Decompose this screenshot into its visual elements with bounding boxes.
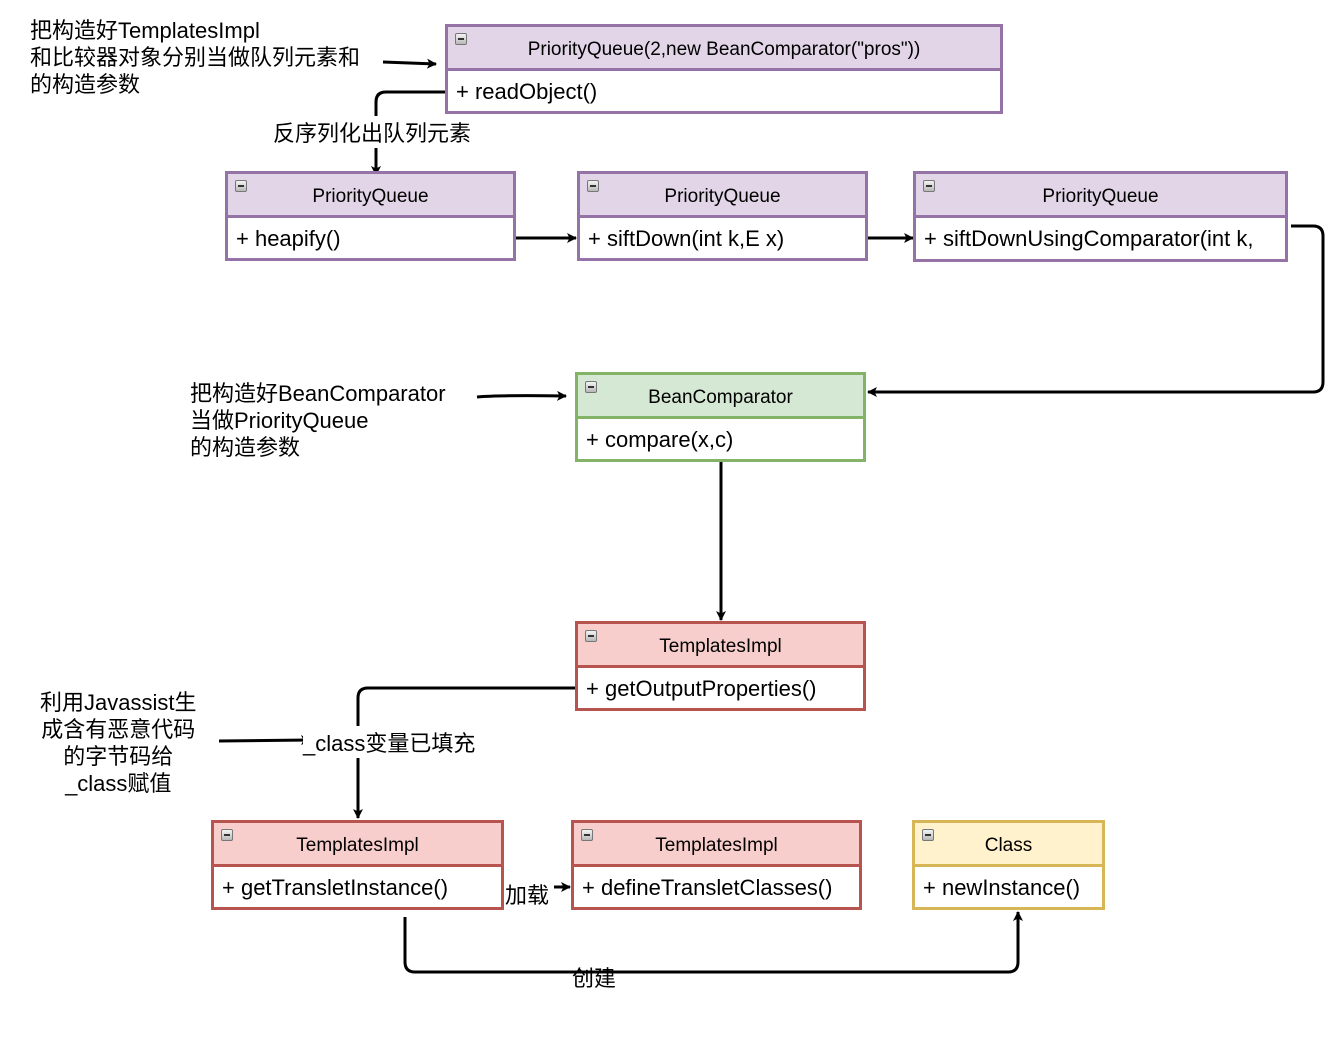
class-method: + compare(x,c) — [586, 427, 734, 452]
edge-note-templates-to-root — [382, 58, 437, 69]
class-method: + siftDownUsingComparator(int k, — [924, 226, 1254, 251]
class-title: BeanComparator — [648, 386, 793, 408]
class-header: PriorityQueue — [916, 174, 1285, 218]
class-title: TemplatesImpl — [296, 834, 419, 856]
class-box-templates-output[interactable]: TemplatesImpl + getOutputProperties() — [575, 621, 866, 711]
class-box-bean-comparator[interactable]: BeanComparator + compare(x,c) — [575, 372, 866, 462]
class-header: PriorityQueue(2,new BeanComparator("pros… — [448, 27, 1000, 71]
class-title: PriorityQueue — [312, 185, 429, 207]
class-header: PriorityQueue — [580, 174, 865, 218]
edge-label-class-filled: _class变量已填充 — [303, 726, 476, 758]
collapse-icon[interactable] — [235, 180, 247, 192]
class-method: + heapify() — [236, 226, 341, 251]
collapse-icon[interactable] — [221, 829, 233, 841]
class-title: PriorityQueue — [664, 185, 781, 207]
collapse-icon[interactable] — [587, 180, 599, 192]
class-box-pq-siftdown[interactable]: PriorityQueue + siftDown(int k,E x) — [577, 171, 868, 261]
class-title: PriorityQueue(2,new BeanComparator("pros… — [527, 38, 921, 60]
collapse-icon[interactable] — [585, 381, 597, 393]
edge-cmp-to-bean — [867, 224, 1325, 397]
note-templates: 把构造好TemplatesImpl 和比较器对象分别当做队列元素和 的构造参数 — [30, 18, 361, 97]
class-header: TemplatesImpl — [574, 823, 859, 867]
edge-output-to-translet — [353, 686, 576, 819]
collapse-icon[interactable] — [923, 180, 935, 192]
note-javassist: 利用Javassist生 成含有恶意代码 的字节码给 _class赋值 — [40, 690, 197, 796]
class-method: + getTransletInstance() — [222, 875, 449, 900]
class-box-class-newinstance[interactable]: Class + newInstance() — [912, 820, 1105, 910]
class-title: TemplatesImpl — [659, 635, 782, 657]
edge-label-create: 创建 — [572, 966, 617, 991]
class-title: Class — [984, 834, 1033, 856]
class-box-templates-translet[interactable]: TemplatesImpl + getTransletInstance() — [211, 820, 504, 910]
edge-note-bean-to-bean — [476, 390, 567, 401]
edge-readobject-to-heapify — [371, 90, 446, 176]
class-title: PriorityQueue — [1042, 185, 1159, 207]
class-header: BeanComparator — [578, 375, 863, 419]
class-method: + readObject() — [456, 79, 598, 104]
class-header: TemplatesImpl — [214, 823, 501, 867]
class-title: TemplatesImpl — [655, 834, 778, 856]
class-method: + siftDown(int k,E x) — [588, 226, 785, 251]
collapse-icon[interactable] — [581, 829, 593, 841]
class-header: TemplatesImpl — [578, 624, 863, 668]
collapse-icon[interactable] — [585, 630, 597, 642]
edge-label-load: 加载 — [505, 883, 550, 908]
class-method: + getOutputProperties() — [586, 676, 817, 701]
edge-note-javassist-to-label — [218, 735, 311, 746]
class-header: Class — [915, 823, 1102, 867]
class-header: PriorityQueue — [228, 174, 513, 218]
class-box-templates-define[interactable]: TemplatesImpl + defineTransletClasses() — [571, 820, 862, 910]
collapse-icon[interactable] — [922, 829, 934, 841]
edge-label-deserialize: 反序列化出队列元素 — [273, 116, 472, 148]
class-box-pq-root[interactable]: PriorityQueue(2,new BeanComparator("pros… — [445, 24, 1003, 114]
class-box-pq-heapify[interactable]: PriorityQueue + heapify() — [225, 171, 516, 261]
note-bean: 把构造好BeanComparator 当做PriorityQueue 的构造参数 — [190, 381, 446, 460]
class-box-pq-siftdown-cmp[interactable]: PriorityQueue + siftDownUsingComparator(… — [913, 171, 1288, 262]
edge-translet-to-newinstance — [403, 911, 1023, 974]
collapse-icon[interactable] — [455, 33, 467, 45]
class-method: + newInstance() — [923, 875, 1081, 900]
class-method: + defineTransletClasses() — [582, 875, 833, 900]
